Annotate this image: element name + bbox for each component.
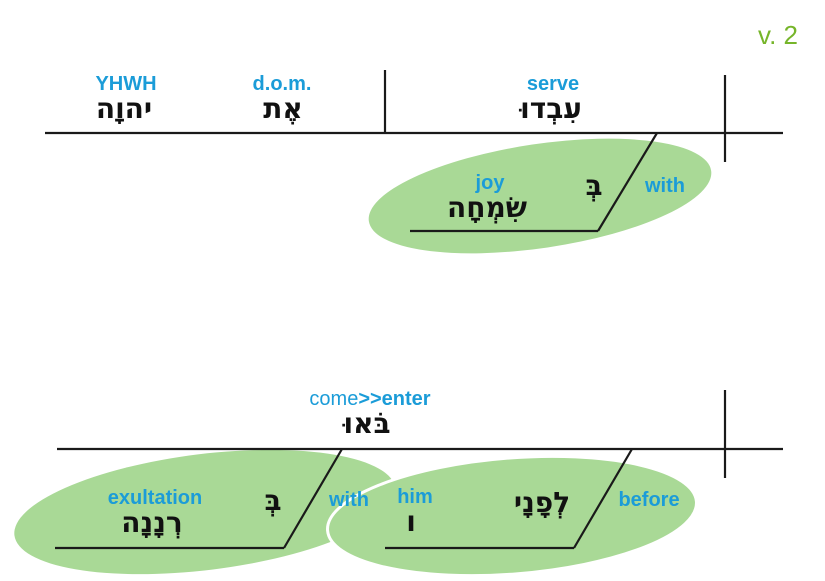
verse-label: v. 2 <box>758 20 798 50</box>
pp-exultation-slant <box>283 448 343 549</box>
hebrew-bo: בֹּאוּ <box>343 407 391 440</box>
hebrew-joy: שִׂמְחָה <box>447 191 527 224</box>
hebrew-exultation: רְנָנָה <box>121 506 183 539</box>
gloss-before: before <box>618 489 680 511</box>
gloss-come: come <box>309 388 359 410</box>
hebrew-lifnei: לְפָנָי <box>513 486 571 519</box>
pp-joy-slant <box>597 132 658 232</box>
pp-ellipse-before-him <box>326 454 698 578</box>
pp-before-slant <box>573 448 633 549</box>
gloss-exultation: exultation <box>107 487 203 509</box>
hebrew-serve: עִבְדוּ <box>520 92 582 125</box>
pp-ellipse-exultation <box>14 449 396 575</box>
gloss-with2: with <box>329 489 369 511</box>
gloss-come-enter: come>>enter <box>309 389 430 410</box>
gloss-him: him <box>397 486 433 508</box>
hebrew-prep-b1: בְּ <box>585 169 603 202</box>
gloss-serve: serve <box>526 73 580 95</box>
gloss-yhwh: YHWH <box>95 73 157 95</box>
hebrew-prep-b2: בְּ <box>264 484 282 517</box>
hebrew-vav-suffix: ו <box>406 505 416 538</box>
gloss-dom: d.o.m. <box>252 73 312 95</box>
gloss-with1: with <box>645 175 685 197</box>
pp-ellipse-joy <box>368 138 712 254</box>
hebrew-dom: אֶת <box>263 92 303 125</box>
gloss-joy: joy <box>475 172 505 194</box>
hebrew-yhwh: יהוָה <box>95 92 153 125</box>
gloss-enter: >>enter <box>358 388 431 410</box>
